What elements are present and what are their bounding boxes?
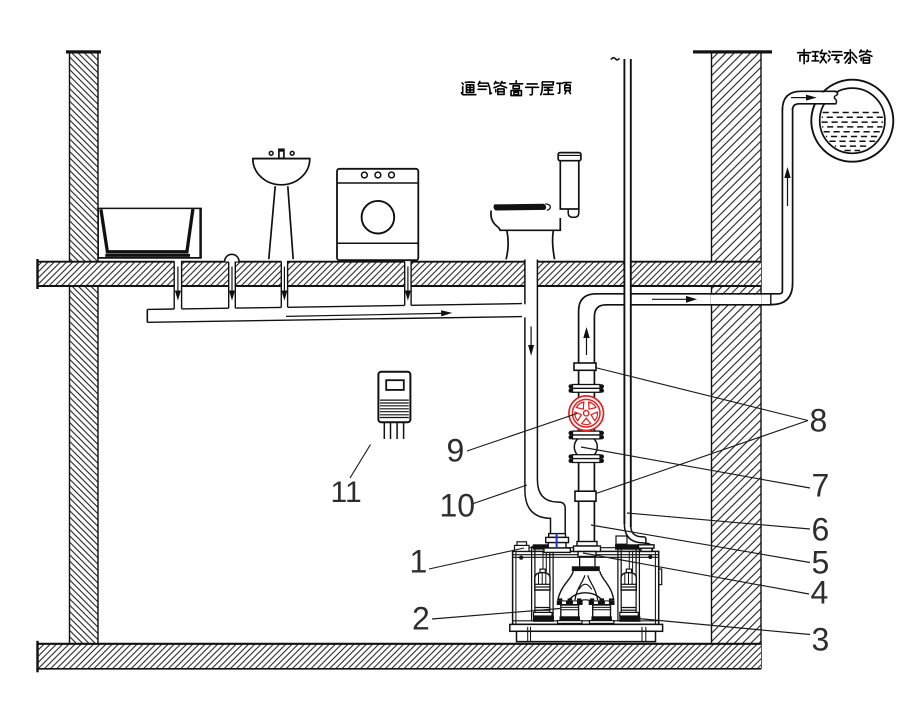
svg-text:1: 1 — [410, 544, 428, 580]
svg-text:2: 2 — [412, 601, 430, 637]
svg-text:10: 10 — [440, 488, 476, 524]
svg-text:11: 11 — [331, 476, 362, 509]
svg-text:4: 4 — [811, 575, 829, 611]
svg-text:7: 7 — [812, 468, 830, 504]
svg-text:9: 9 — [447, 433, 465, 469]
svg-text:3: 3 — [812, 622, 830, 658]
svg-text:6: 6 — [812, 512, 830, 548]
svg-text:5: 5 — [812, 545, 830, 581]
svg-text:8: 8 — [810, 403, 828, 439]
